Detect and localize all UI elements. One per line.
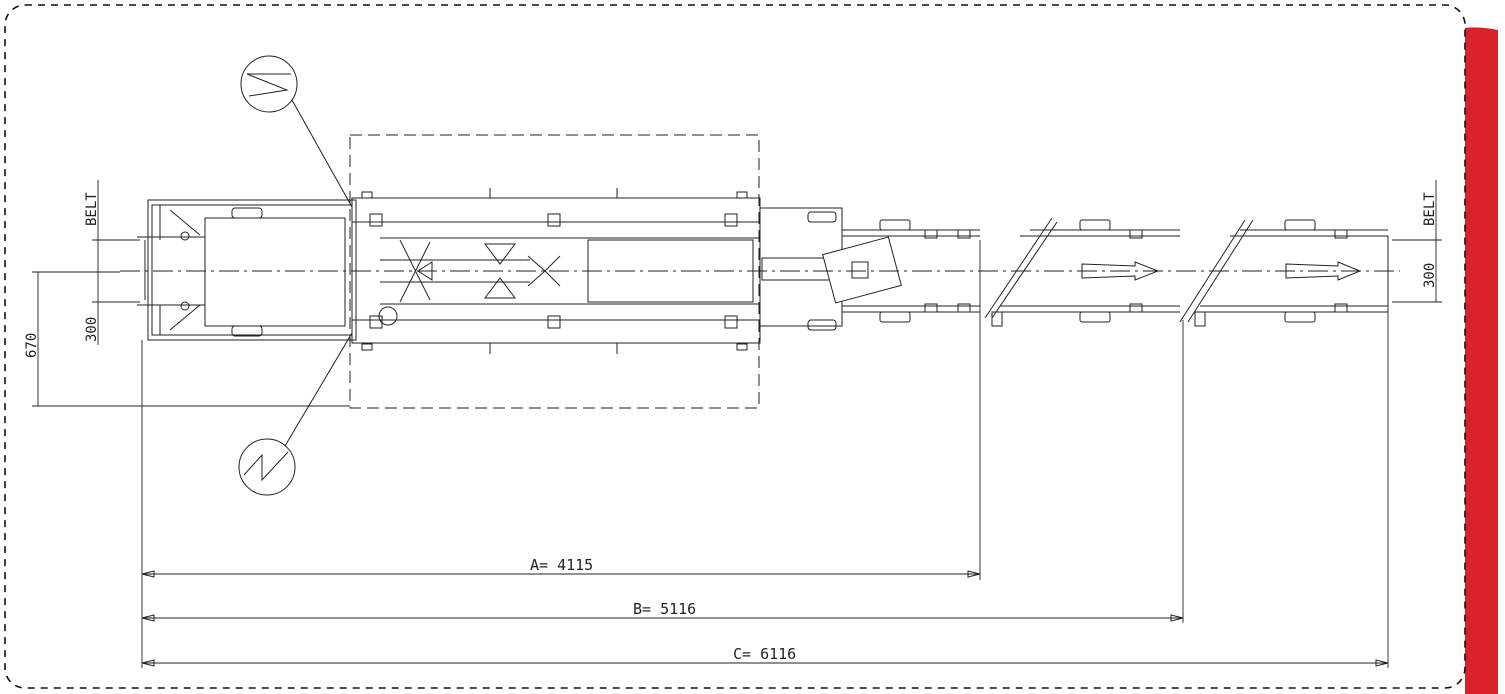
dimension-300-left: 300 BELT	[84, 180, 140, 345]
flow-direction-arrow-2	[1285, 261, 1362, 281]
main-body	[349, 134, 761, 409]
dimension-a-label: A= 4115	[530, 556, 593, 574]
dimension-b-label: B= 5116	[633, 600, 696, 618]
flow-direction-arrow-1	[1081, 261, 1160, 281]
drive-section	[759, 207, 980, 331]
dimension-670-label: 670	[24, 333, 40, 358]
accent-bar	[1465, 27, 1498, 694]
head-unit	[137, 199, 357, 341]
dc-power-icon	[238, 332, 353, 496]
belt-width-left-label: 300	[84, 317, 100, 342]
extension-segment-2	[1179, 219, 1389, 327]
dimension-c-label: C= 6116	[733, 645, 796, 663]
belt-width-right-label: 300	[1422, 263, 1438, 288]
ac-motor-icon	[240, 55, 353, 208]
dimension-a: A= 4115	[141, 556, 981, 578]
dimension-300-right: 300 BELT	[1392, 180, 1442, 303]
belt-label-left: BELT	[84, 192, 100, 226]
dimension-c: C= 6116	[141, 645, 1389, 667]
drawing-frame	[4, 4, 1466, 689]
dimension-b: B= 5116	[141, 600, 1184, 622]
dimension-670: 670	[24, 271, 350, 407]
extension-segment-1	[984, 217, 1180, 327]
belt-label-right: BELT	[1422, 192, 1438, 226]
length-dimension-lines	[141, 240, 1389, 668]
